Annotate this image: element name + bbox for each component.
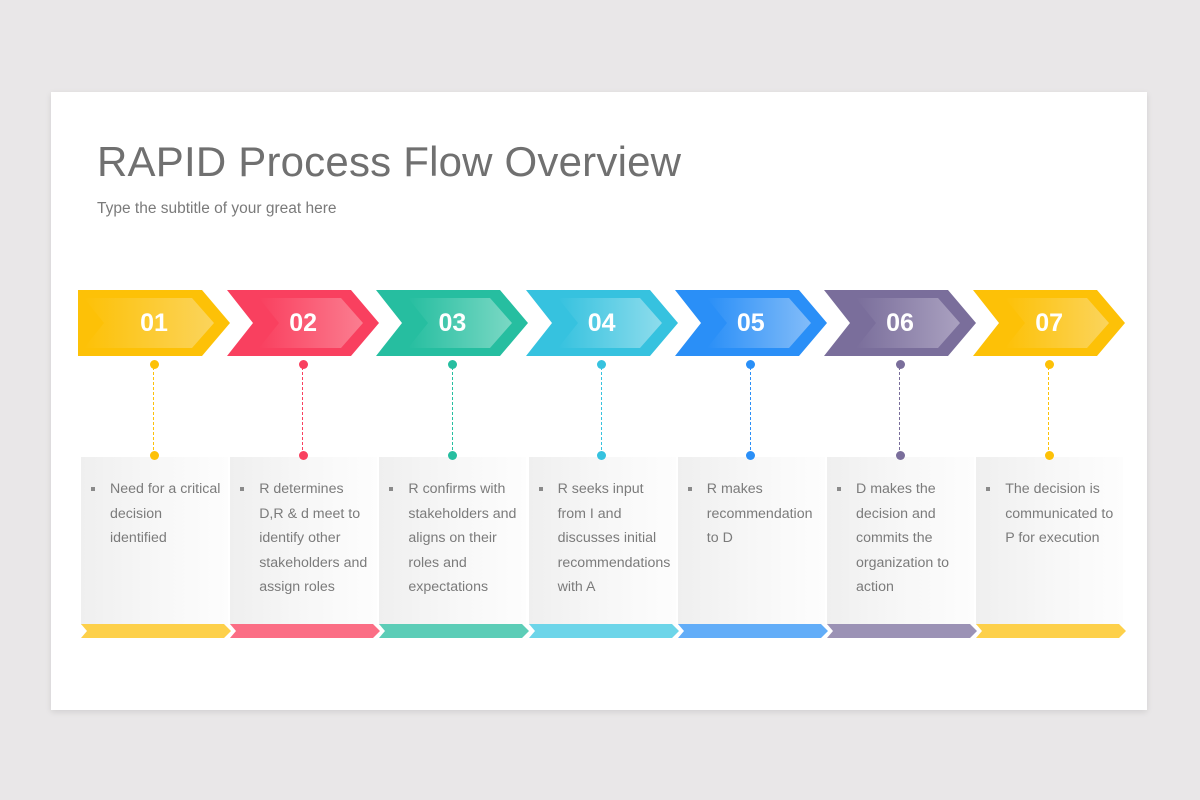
chevron-shape (78, 290, 230, 356)
bar-shape (827, 624, 977, 638)
step-description: R determines D,R & d meet to identify ot… (259, 481, 368, 596)
slide-subtitle: Type the subtitle of your great here (97, 200, 337, 217)
connector-dot-top (447, 360, 457, 369)
step-description: The decision is communicated to P for ex… (1005, 481, 1114, 547)
bullet-icon (91, 487, 95, 491)
connector-line (750, 367, 752, 455)
bullet-icon (240, 487, 245, 491)
bar-shape (230, 624, 381, 638)
connector-dot-bottom (746, 451, 756, 460)
bullet-icon (986, 487, 991, 491)
step-card: R determines D,R & d meet to identify ot… (230, 457, 378, 625)
chevron-shape (525, 290, 678, 356)
bullet-icon (538, 487, 543, 491)
bullet-icon (837, 487, 841, 491)
step-number: 06 (886, 308, 914, 337)
bar-shape (976, 624, 1127, 638)
bar-shape (528, 624, 679, 638)
connector-line (1048, 367, 1050, 455)
chevron-shape (824, 290, 976, 356)
connector-dot-top (597, 360, 607, 369)
connector-line (899, 367, 901, 455)
step-card: D makes the decision and commits the org… (827, 457, 974, 625)
step-card: The decision is communicated to P for ex… (976, 457, 1124, 625)
step-number: 07 (1035, 308, 1064, 337)
step-description: D makes the decision and commits the org… (856, 481, 950, 596)
bar-shape (81, 624, 231, 638)
step-bar (827, 624, 977, 638)
step-bar (81, 624, 231, 638)
connector-dot-bottom (1044, 451, 1054, 460)
step-number: 02 (289, 308, 318, 337)
step-chevron: 05 (674, 290, 827, 356)
connector-dot-bottom (597, 451, 607, 460)
step-chevron: 06 (824, 290, 976, 356)
connector-line (451, 367, 453, 455)
step-description: R makes recommendation to D (706, 481, 813, 547)
step-bar (677, 624, 828, 638)
step-number: 04 (587, 308, 616, 337)
step-chevron: 02 (227, 290, 380, 356)
step-bar (379, 624, 530, 638)
step-card: R confirms with stakeholders and aligns … (379, 457, 527, 625)
step-chevron: 01 (78, 290, 230, 356)
connector-dot-bottom (895, 451, 905, 460)
connector-dot-bottom (447, 451, 457, 460)
bar-shape (379, 624, 530, 638)
step-description: R seeks input from I and discusses initi… (557, 481, 671, 596)
connector-line (153, 367, 155, 455)
step-description: R confirms with stakeholders and aligns … (408, 481, 517, 596)
bullet-icon (389, 487, 394, 491)
chevron-shape (973, 290, 1126, 356)
chevron-shape (376, 290, 529, 356)
step-card: R seeks input from I and discusses initi… (528, 457, 676, 625)
connector-dot-top (746, 360, 756, 369)
connector-line (600, 367, 602, 455)
slide-title: RAPID Process Flow Overview (97, 138, 682, 185)
chevron-shape (227, 290, 380, 356)
connector-dot-top (298, 360, 308, 369)
connector-dot-top (149, 360, 159, 369)
bar-shape (677, 624, 828, 638)
step-card: Need for a critical decision identified (81, 457, 228, 625)
connector-dot-bottom (298, 451, 308, 460)
step-chevron: 07 (973, 290, 1126, 356)
step-bar (976, 624, 1127, 638)
step-bar (230, 624, 381, 638)
step-number: 03 (438, 308, 467, 337)
bullet-icon (687, 487, 692, 491)
connector-dot-bottom (149, 451, 159, 460)
step-chevron: 04 (525, 290, 678, 356)
connector-dot-top (1044, 360, 1054, 369)
step-chevron: 03 (376, 290, 529, 356)
step-card: R makes recommendation to D (677, 457, 825, 625)
step-bar (528, 624, 679, 638)
step-number: 05 (736, 308, 765, 337)
slide: RAPID Process Flow Overview Type the sub… (51, 92, 1147, 710)
connector-dot-top (895, 360, 905, 369)
step-number: 01 (140, 308, 168, 337)
chevron-shape (674, 290, 827, 356)
step-description: Need for a critical decision identified (110, 481, 221, 547)
connector-line (302, 367, 304, 455)
